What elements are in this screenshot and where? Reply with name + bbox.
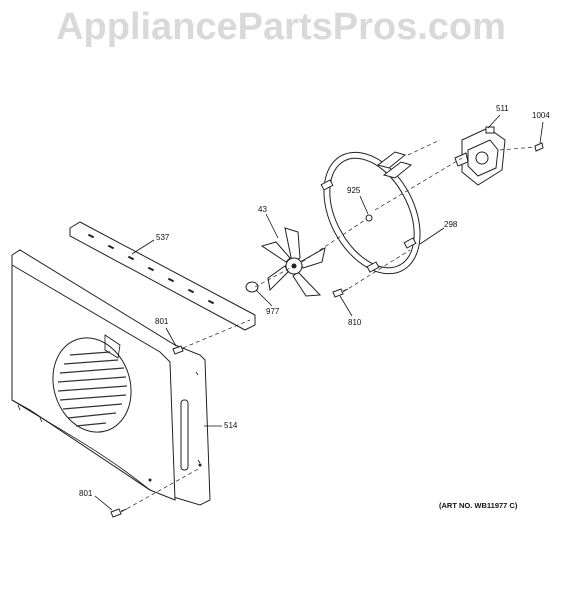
screw-810 [332,288,349,298]
label-977: 977 [266,307,280,316]
label-810: 810 [348,318,362,327]
label-1004: 1004 [532,111,550,120]
assembly-lines [120,139,536,513]
part-number-labels: 511 1004 925 298 43 537 977 810 801 514 … [79,104,550,498]
leader-lines [94,114,544,511]
label-298: 298 [444,220,458,229]
screw-1004 [534,142,544,152]
label-43: 43 [258,205,267,214]
screw-801-bottom [110,508,128,518]
screw-801-top [172,345,184,355]
label-514: 514 [224,421,238,430]
convection-fan-motor [454,126,506,186]
mounting-bracket [69,221,256,331]
label-801-bottom: 801 [79,489,93,498]
oven-back-panel [11,249,211,506]
fan-nut [245,281,259,293]
art-number: (ART NO. WB11977 C) [439,501,518,510]
label-801-top: 801 [155,317,169,326]
convection-heating-element [320,151,421,275]
site-watermark: AppliancePartsPros.com [56,6,506,48]
label-925: 925 [347,186,361,195]
convection-fan-blade [260,227,326,297]
label-537: 537 [156,233,170,242]
label-511: 511 [496,104,509,113]
